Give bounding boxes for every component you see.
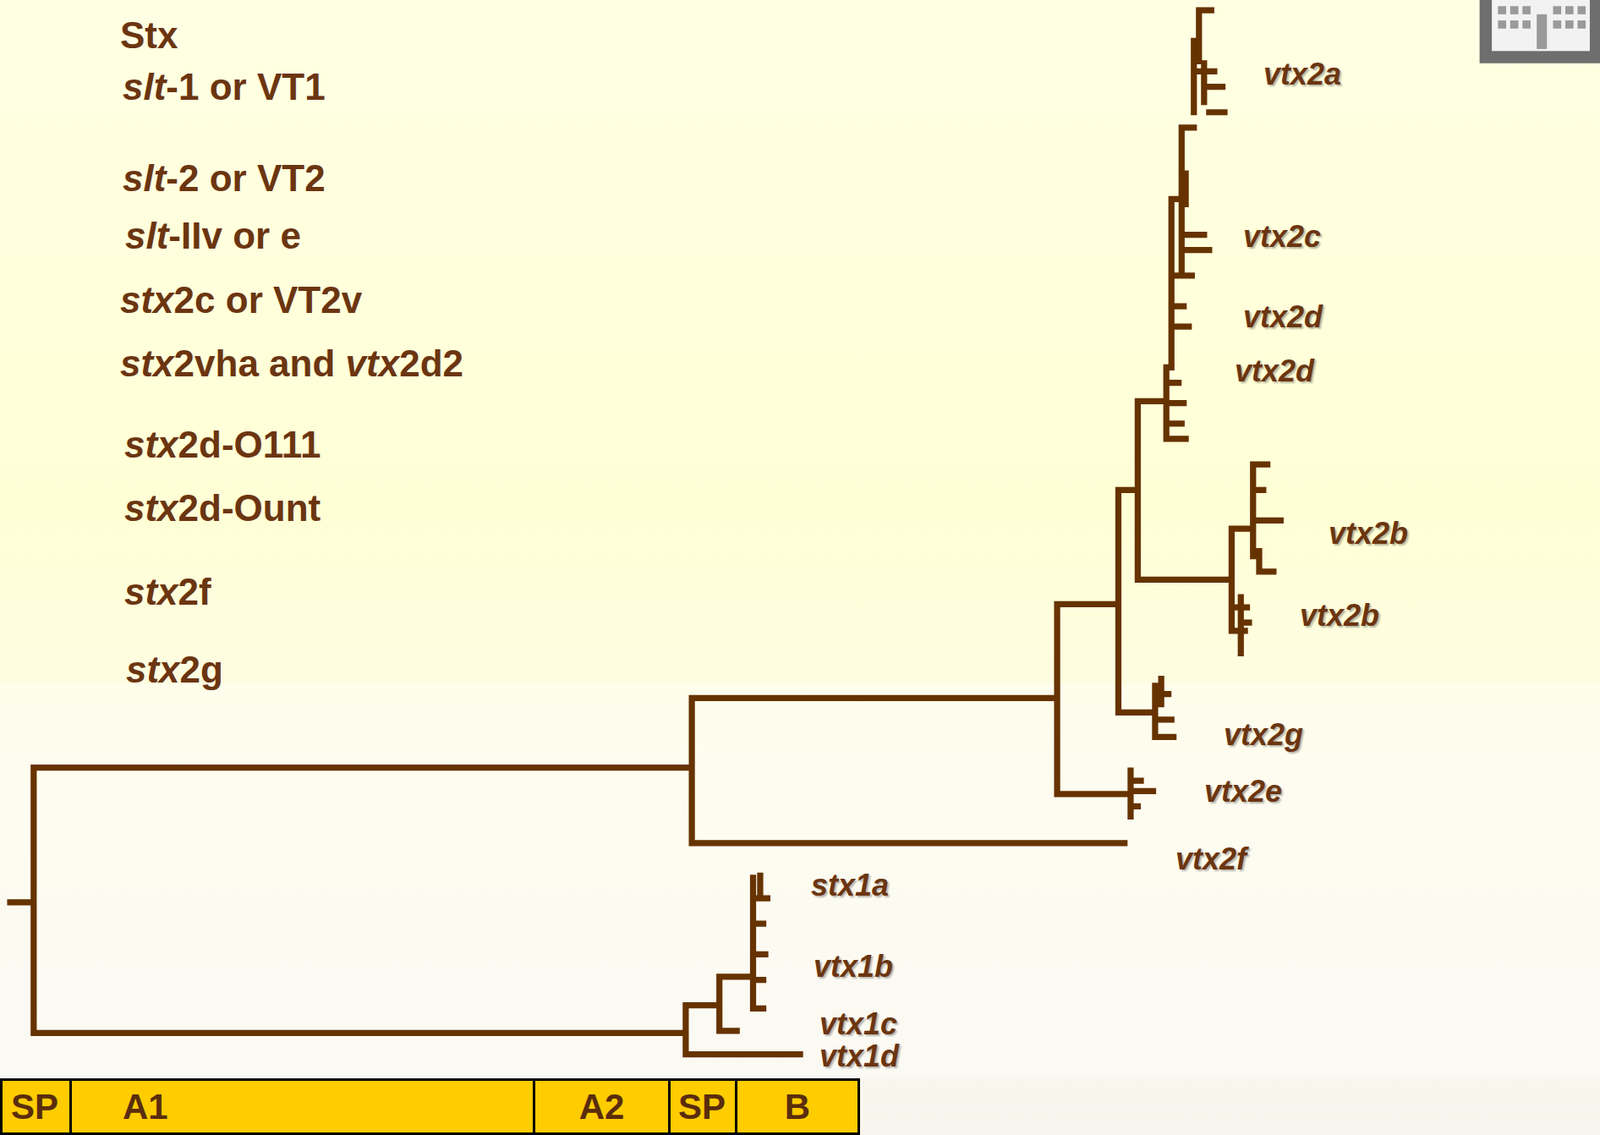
- domain-label: A2: [579, 1089, 625, 1125]
- gene-variant-label: vtx2a: [1263, 59, 1342, 90]
- domain-label: B: [784, 1089, 811, 1125]
- domain-label: SP: [678, 1089, 726, 1125]
- gene-variant-label: vtx2d: [1243, 301, 1323, 333]
- gene-name-label: slt-1 or VT1: [122, 65, 326, 110]
- gene-variant-label: vtx2e: [1204, 776, 1283, 807]
- domain-label: SP: [10, 1089, 59, 1125]
- gene-variant-label: vtx2c: [1243, 221, 1321, 253]
- gene-name-label: stx2d-O111: [124, 422, 321, 468]
- protein-domain-segment: SP: [0, 1078, 72, 1135]
- gene-name-label: stx2f: [124, 569, 212, 615]
- protein-domain-segment: B: [734, 1078, 861, 1135]
- gene-variant-label: vtx2b: [1328, 518, 1409, 549]
- gene-variant-label: vtx1d: [819, 1041, 899, 1072]
- tree-branches: [10, 10, 1281, 1055]
- protein-domain-segment: SP: [668, 1078, 738, 1135]
- gene-name-label: stx2c or VT2v: [120, 278, 362, 324]
- photo-fade: [0, 684, 1600, 1080]
- protein-domain-segment: A1: [69, 1078, 536, 1135]
- gene-variant-label: vtx2b: [1299, 600, 1380, 631]
- gene-name-label: slt-IIv or e: [125, 213, 302, 259]
- building-icon: [1479, 0, 1600, 64]
- gene-name-label: slt-2 or VT2: [122, 156, 326, 202]
- gene-variant-label: stx1a: [810, 870, 889, 901]
- gene-name-label: stx2g: [126, 647, 224, 693]
- gene-name-label: stx2d-Ount: [124, 486, 321, 532]
- protein-domain-segment: A2: [532, 1078, 671, 1135]
- gene-name-label: Stx: [120, 13, 178, 59]
- gene-variant-label: vtx2g: [1223, 719, 1304, 751]
- gene-variant-label: vtx2f: [1175, 843, 1247, 875]
- gene-variant-label: vtx1b: [813, 951, 894, 982]
- gene-variant-label: vtx2d: [1234, 356, 1315, 387]
- domain-label: A1: [122, 1089, 169, 1125]
- gene-variant-label: vtx1c: [819, 1008, 898, 1040]
- gene-name-label: stx2vha and vtx2d2: [120, 341, 464, 387]
